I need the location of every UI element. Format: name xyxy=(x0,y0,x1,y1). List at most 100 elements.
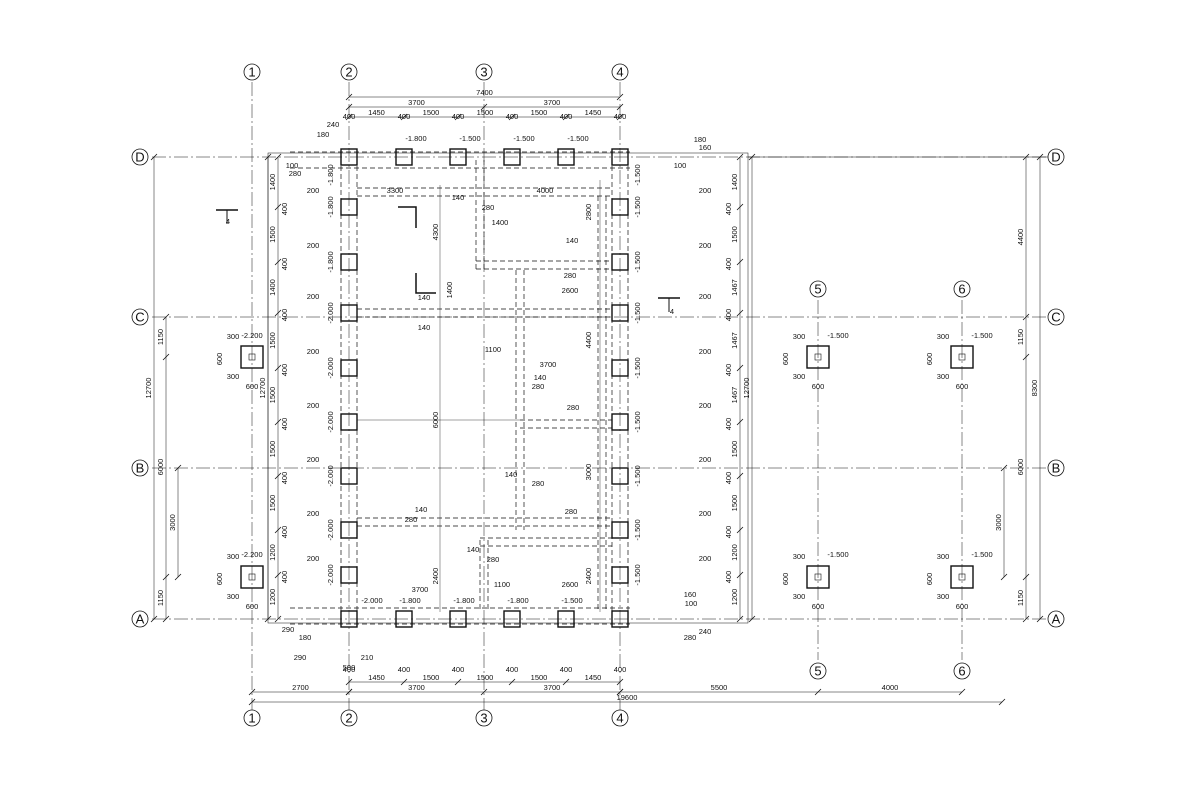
dimension-tick xyxy=(400,113,408,121)
axis-bubble-bottom-3: 3 xyxy=(480,711,487,726)
dim-label: 4000 xyxy=(882,683,899,692)
dimension-tick xyxy=(748,615,756,623)
dim-label: 3700 xyxy=(544,98,561,107)
detail-dim: 140 xyxy=(452,193,465,202)
level-label: -1.500 xyxy=(561,596,582,605)
pile-dim: 300 xyxy=(937,552,950,561)
pile-cap xyxy=(806,345,830,369)
pile-dim: 600 xyxy=(215,573,224,586)
dim-label: 1500 xyxy=(268,332,277,349)
dim-label: 8300 xyxy=(1030,380,1039,397)
dim-label: 1200 xyxy=(730,544,739,561)
dimension-tick xyxy=(958,688,966,696)
axis-bubble-bottom-1: 1 xyxy=(248,711,255,726)
column xyxy=(611,467,629,485)
axis-bubble-bottom-2: 2 xyxy=(345,711,352,726)
beam-dim: 200 xyxy=(699,292,712,301)
detail-dim: 100 xyxy=(674,161,687,170)
column xyxy=(449,148,467,166)
dim-label: 1500 xyxy=(423,673,440,682)
column xyxy=(611,566,629,584)
axis-bubble-right-c-circle xyxy=(1047,308,1065,326)
dimension-tick xyxy=(274,571,282,579)
pile-cap xyxy=(950,345,974,369)
column xyxy=(611,359,629,377)
pile-dim: 300 xyxy=(227,552,240,561)
dim-label: 1200 xyxy=(268,589,277,606)
beam-dim: 200 xyxy=(699,509,712,518)
dim-label: 1150 xyxy=(156,590,165,606)
axis-bubble-bottom-4-circle xyxy=(611,709,629,727)
section-corner-mark xyxy=(398,206,417,228)
dimension-tick xyxy=(748,153,756,161)
dimension-tick xyxy=(1022,353,1030,361)
dim-label: 1150 xyxy=(156,329,165,345)
dimension-tick xyxy=(616,113,624,121)
dim-label: 1450 xyxy=(585,108,602,117)
beam-dim: 200 xyxy=(307,241,320,250)
column xyxy=(503,148,521,166)
dim-label: 1450 xyxy=(368,673,385,682)
dim-label: 1450 xyxy=(368,108,385,117)
level-label: -1.800 xyxy=(326,196,335,217)
axis-bubble-top-1-circle xyxy=(243,63,261,81)
beam-dim: 200 xyxy=(307,186,320,195)
section-mark-label: 4 xyxy=(670,307,674,316)
dim-label: 1467 xyxy=(730,279,739,296)
detail-dim: 280 xyxy=(684,633,697,642)
detail-dim: 100 xyxy=(685,599,698,608)
beam-dim: 400 xyxy=(280,258,289,271)
detail-dim: 280 xyxy=(405,515,418,524)
beam-dim: 400 xyxy=(724,309,733,322)
dim-label: 3700 xyxy=(544,683,561,692)
axis-bubble-right-d: D xyxy=(1051,150,1060,165)
column-dim: 400 xyxy=(398,112,411,121)
column-dim: 400 xyxy=(506,112,519,121)
dimension-tick xyxy=(274,153,282,161)
dimension-tick xyxy=(162,615,170,623)
column xyxy=(340,304,358,322)
column-dim: 400 xyxy=(560,665,573,674)
detail-dim: 280 xyxy=(482,203,495,212)
dim-label: 12700 xyxy=(258,378,267,399)
dimension-tick xyxy=(616,688,624,696)
interior-dim: 1400 xyxy=(445,282,454,299)
dim-label: 1500 xyxy=(477,673,494,682)
detail-dim: 280 xyxy=(565,507,578,516)
pile-dim: 600 xyxy=(781,353,790,366)
interior-dim: 1100 xyxy=(494,580,510,589)
interior-dim: 1400 xyxy=(492,218,509,227)
dim-label: 3000 xyxy=(994,514,1003,531)
detail-dim: 140 xyxy=(534,373,547,382)
level-label: -1.500 xyxy=(633,519,642,540)
dim-label: 19600 xyxy=(617,693,638,702)
column-dim: 400 xyxy=(452,665,465,674)
beam-dim: 400 xyxy=(280,203,289,216)
column-dim: 400 xyxy=(343,665,356,674)
level-label: -2.000 xyxy=(326,302,335,323)
column xyxy=(611,610,629,628)
dimension-tick xyxy=(1022,573,1030,581)
dimension-tick xyxy=(150,615,158,623)
pile-dim: 300 xyxy=(793,552,806,561)
detail-dim: 100 xyxy=(286,161,299,170)
dim-label: 1150 xyxy=(1016,329,1025,345)
dim-label: 3700 xyxy=(408,98,425,107)
dimension-tick xyxy=(274,203,282,211)
interior-dim: 4300 xyxy=(431,224,440,241)
column xyxy=(395,610,413,628)
beam-dim: 200 xyxy=(307,509,320,518)
dimension-tick xyxy=(162,353,170,361)
beam-dim: 400 xyxy=(724,526,733,539)
dimension-tick xyxy=(345,678,353,686)
dim-label: 1500 xyxy=(477,108,494,117)
dimension-tick xyxy=(1000,573,1008,581)
section-corner-mark xyxy=(415,273,436,294)
dim-label: 1467 xyxy=(730,387,739,404)
pile xyxy=(248,573,256,581)
dimension-tick xyxy=(736,153,744,161)
beam-dim: 200 xyxy=(699,401,712,410)
